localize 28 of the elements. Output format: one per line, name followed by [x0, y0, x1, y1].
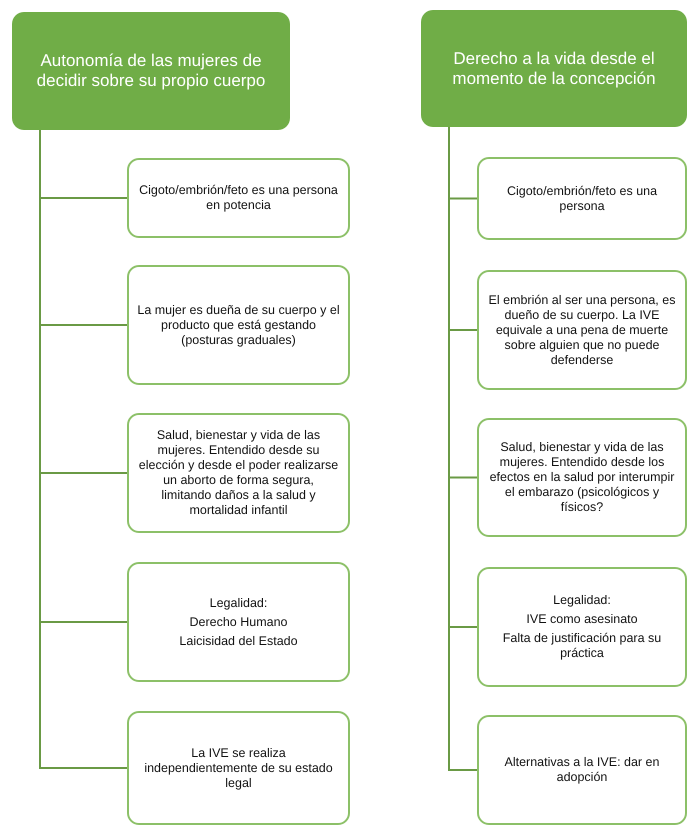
argument-text: IVE como asesinato	[526, 612, 638, 627]
argument-text: Derecho Humano	[190, 614, 288, 630]
argument-text: Cigoto/embrión/feto es una persona en potencia	[138, 183, 339, 213]
argument-text: Legalidad:	[553, 593, 611, 608]
argument-text: El embrión al ser una persona, es dueño de su cuerpo. La IVE equivale a una pena de muerte sobre alguien que no puede defenderse	[488, 292, 676, 368]
argument-text: Salud, bienestar y vida de las mujeres. Entendido desde los efectos en la salud por interumpir el embarazo (psicológicos y físicos?	[488, 440, 676, 515]
argument-box	[477, 270, 687, 390]
argument-text: Alternativas a la IVE: dar en adopción	[504, 755, 660, 785]
argument-box	[127, 562, 350, 682]
argument-box	[127, 413, 350, 533]
argument-box	[127, 158, 350, 238]
argument-text: Cigoto/embrión/feto es una persona	[506, 184, 658, 214]
argument-box	[477, 418, 687, 537]
argument-text: Falta de justificación para su práctica	[502, 631, 662, 661]
heading-text: Derecho a la vida desde el momento de la concepción	[451, 48, 657, 88]
argument-text: La IVE se realiza independientemente de su estado legal	[143, 746, 334, 790]
heading-box	[12, 12, 290, 130]
argument-text: Legalidad:	[210, 596, 268, 610]
argument-text: Laicisidad del Estado	[179, 634, 298, 648]
argument-text: Salud, bienestar y vida de las mujeres. Entendido desde su elección y desde el poder realizarse un aborto de forma segura, limitando daños a la salud y mortalidad infantil	[138, 428, 340, 518]
heading-text: Autonomía de las mujeres de decidir sobre su propio cuerpo	[36, 51, 266, 91]
argument-box	[127, 711, 350, 825]
argument-box	[477, 157, 687, 240]
argument-box	[127, 265, 350, 385]
argument-box	[477, 567, 687, 687]
argument-text: La mujer es dueña de su cuerpo y el producto que está gestando (posturas graduales)	[137, 302, 340, 348]
argument-box	[477, 715, 687, 825]
heading-box	[421, 10, 687, 127]
